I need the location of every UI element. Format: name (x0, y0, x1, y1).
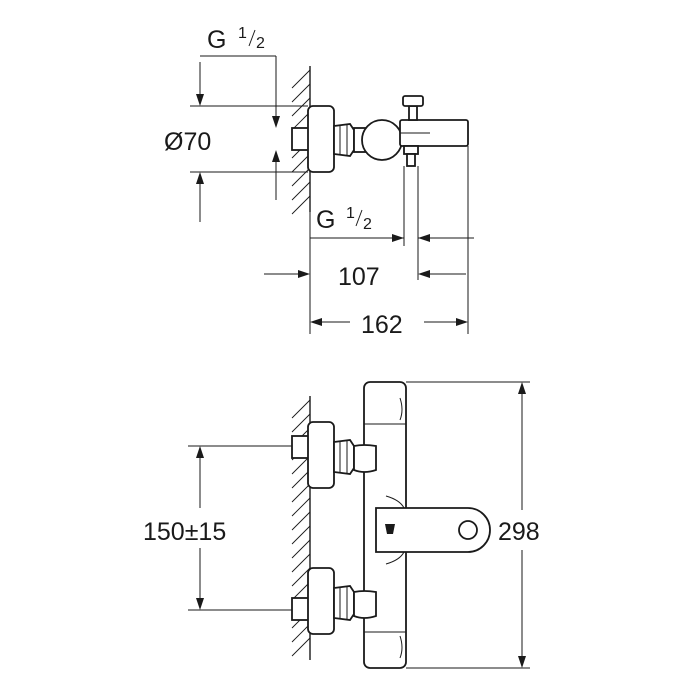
diverter-knob (402, 95, 424, 107)
handle-mark-top (399, 397, 403, 421)
thread-top-denominator: 2 (256, 35, 265, 52)
thread-spout-denominator: 2 (363, 216, 372, 233)
spout-front (375, 507, 491, 553)
spout-curve-bottom (385, 551, 405, 565)
thread-spout-numerator: 1 (346, 205, 355, 222)
valve-body-side (361, 119, 403, 161)
body-connector-upper (353, 444, 377, 473)
thread-top-numerator: 1 (238, 25, 247, 42)
diverter-knob-front (458, 520, 478, 540)
escutcheon-upper (307, 421, 335, 489)
diverter-stem (408, 105, 418, 121)
outlet-symbol (385, 524, 395, 534)
side-view: G 1 2 Ø70 G 1 2 107 162 (164, 25, 474, 339)
escutcheon-lower (307, 567, 335, 635)
thread-spout-label: G (316, 206, 335, 234)
thread-top-label: G (207, 26, 226, 54)
depth-spout-label: 107 (338, 263, 380, 291)
outlet-nut-side (403, 145, 419, 155)
inlet-spacing-label: 150±15 (143, 518, 226, 546)
handle-mark-bottom (399, 635, 403, 659)
union-nut-upper (333, 439, 355, 475)
depth-total-label: 162 (361, 311, 403, 339)
union-nut-lower (333, 585, 355, 621)
body-connector-lower (353, 590, 377, 619)
union-nut-side (333, 123, 355, 157)
outlet-stem-side (406, 153, 416, 167)
spout-curve-top (385, 495, 405, 509)
diameter-label: Ø70 (164, 128, 211, 156)
height-label: 298 (498, 518, 540, 546)
front-view: 150±15 298 (143, 381, 540, 669)
escutcheon-side (307, 105, 335, 173)
